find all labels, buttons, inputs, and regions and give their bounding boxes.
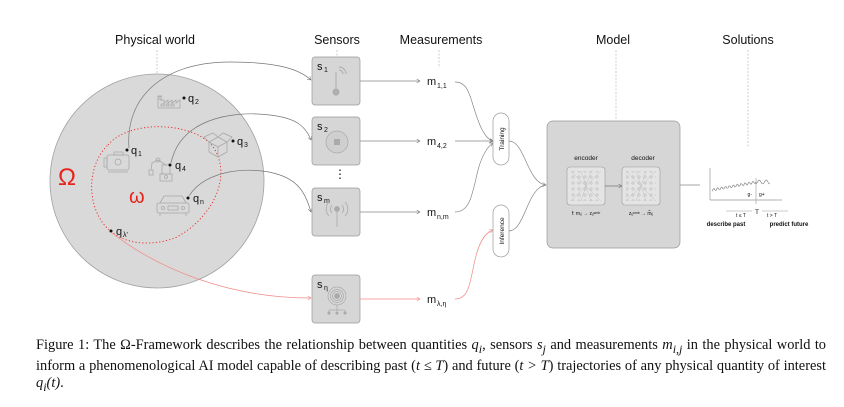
svg-text:m: m	[427, 294, 436, 306]
svg-text:q: q	[188, 93, 194, 105]
svg-text:s: s	[317, 279, 323, 291]
svg-text:2: 2	[324, 127, 328, 134]
svg-text:s: s	[317, 61, 323, 73]
header-connectors	[156, 50, 749, 148]
predict-future-label: predict future	[770, 222, 809, 228]
svg-text:λ,η: λ,η	[437, 301, 446, 308]
header-model: Model	[596, 33, 630, 47]
describe-past-label: describe past	[707, 222, 746, 228]
network-sensor-icon	[327, 286, 347, 315]
T-label: T	[755, 209, 759, 216]
future-condition: t > T	[767, 213, 777, 219]
antenna-icon	[325, 201, 349, 227]
sensor-ellipsis: ⋮	[334, 167, 346, 181]
measurement-training-links	[454, 81, 493, 213]
svg-text:m: m	[427, 76, 436, 88]
encoder-label: encoder	[574, 155, 598, 162]
decoder-label: decoder	[631, 155, 655, 162]
svg-text:1: 1	[138, 151, 142, 158]
g-plus-label: g+	[759, 192, 765, 198]
sensor-measurement-arrows	[360, 81, 420, 212]
figure-caption: Figure 1: The Ω-Framework describes the …	[36, 337, 827, 394]
svg-text:s: s	[317, 121, 323, 133]
svg-text:m: m	[427, 207, 436, 219]
encoder-formula: f: mᵢⱼ → zᵢⱼᵉᵐᵇ	[572, 211, 601, 217]
header-sensors: Sensors	[314, 33, 360, 47]
physical-world-circle	[49, 73, 265, 289]
omega-subset-boundary	[91, 126, 222, 244]
svg-text:q: q	[175, 160, 181, 172]
header-physical-world: Physical world	[115, 33, 195, 47]
svg-text:Inference: Inference	[499, 217, 506, 244]
svg-text:m: m	[427, 136, 436, 148]
header-solutions: Solutions	[722, 33, 773, 47]
svg-text:Training: Training	[499, 127, 506, 151]
factory-icon	[157, 95, 181, 109]
svg-text:q: q	[131, 145, 137, 157]
future-trajectory	[755, 179, 771, 185]
motor-icon	[103, 151, 130, 173]
svg-text:4,2: 4,2	[437, 143, 447, 150]
measurement-inference-link	[454, 230, 493, 300]
qlambda-sensor-link	[111, 232, 311, 298]
omega-small-label: ω	[129, 186, 145, 208]
svg-text:q: q	[116, 226, 122, 238]
solutions-plot: g- g+ T t ≤ T t > T describe past predic…	[707, 168, 809, 228]
svg-text:2: 2	[195, 99, 199, 106]
sensor-chip-icon	[325, 130, 349, 154]
encoder-network-icon	[566, 166, 606, 206]
decoder-formula: zᵢⱼᵉᵐᵇ → m̃ᵢⱼ	[629, 210, 653, 217]
svg-text:4: 4	[182, 166, 186, 173]
past-trajectory	[711, 180, 757, 192]
thermometer-icon	[332, 66, 347, 96]
omega-big-label: Ω	[58, 164, 76, 191]
omega-framework-diagram: Physical world Sensors Measurements Mode…	[49, 33, 809, 324]
svg-text:λ': λ'	[123, 232, 128, 239]
inference-phase: Inference	[492, 204, 510, 258]
header-measurements: Measurements	[400, 33, 483, 47]
training-phase: Training	[492, 112, 510, 166]
box-icon	[203, 132, 233, 158]
model-box: encoder decoder f: mᵢⱼ → zᵢⱼᵉᵐᵇ zᵢⱼᵉᵐᵇ →…	[546, 120, 681, 249]
svg-text:η: η	[324, 285, 328, 292]
svg-text:q: q	[237, 136, 243, 148]
svg-text:s: s	[317, 192, 323, 204]
svg-text:q: q	[193, 193, 199, 205]
svg-text:n: n	[200, 199, 204, 206]
decoder-network-icon	[621, 166, 661, 206]
quantity-points	[109, 96, 235, 233]
svg-text:1,1: 1,1	[437, 83, 447, 90]
robot-arm-icon	[148, 157, 173, 182]
past-condition: t ≤ T	[736, 213, 746, 219]
svg-text:n,m: n,m	[437, 214, 449, 221]
g-minus-label: g-	[748, 192, 753, 198]
svg-text:m: m	[324, 198, 330, 205]
svg-text:1: 1	[324, 67, 328, 74]
car-icon	[156, 195, 190, 216]
svg-text:3: 3	[244, 142, 248, 149]
phase-model-links	[508, 140, 546, 232]
quantity-sensor-links	[128, 61, 311, 212]
